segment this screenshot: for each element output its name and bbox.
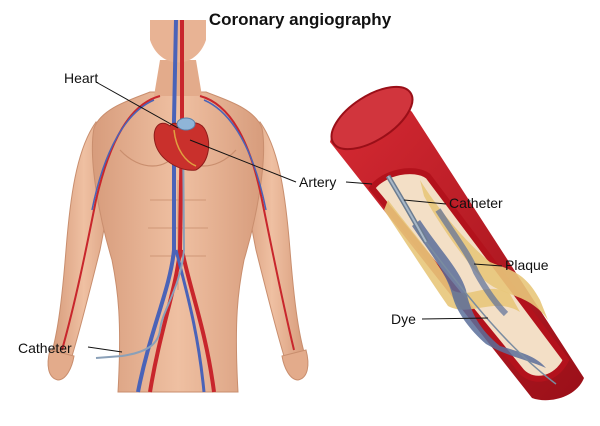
dye-leader [421, 317, 489, 320]
catheter-vessel-leader [403, 199, 447, 205]
plaque-leader [473, 263, 503, 267]
label-catheter-body: Catheter [18, 340, 72, 356]
diagram-title: Coronary angiography [208, 10, 392, 29]
label-artery: Artery [299, 174, 337, 190]
heart-leader [95, 81, 179, 129]
label-plaque: Plaque [505, 257, 549, 273]
catheter-body-leader [87, 346, 123, 353]
heart-illustration [153, 117, 210, 171]
label-heart: Heart [64, 70, 99, 86]
artery-leader-vessel [345, 181, 373, 185]
vessel-section [330, 85, 584, 401]
label-catheter-vessel: Catheter [449, 195, 503, 211]
leader-lines [87, 81, 503, 353]
label-dye: Dye [391, 311, 416, 327]
artery-leader-body [189, 139, 297, 183]
body-vessels [61, 19, 295, 393]
